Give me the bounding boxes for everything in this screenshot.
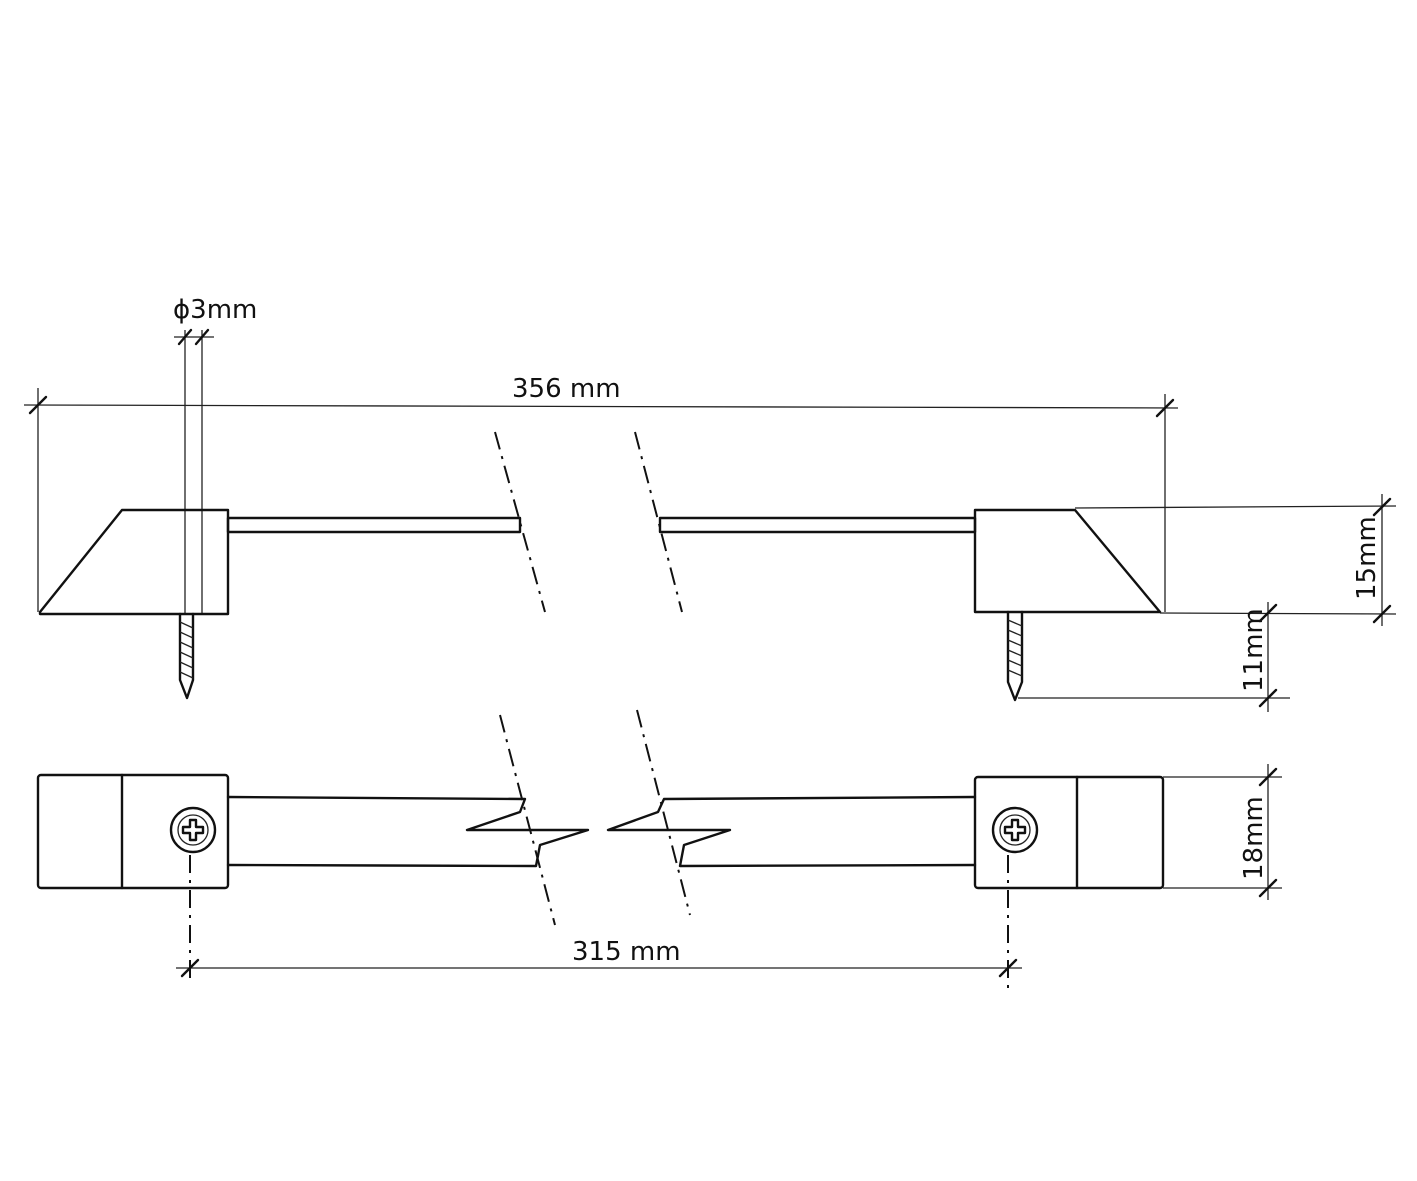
screw-head-right-icon xyxy=(991,806,1039,854)
dimension-screw-diameter: ϕ3mm xyxy=(173,295,257,614)
dimension-hole-spacing: 315 mm xyxy=(176,937,1022,978)
overall-length-label: 356 mm xyxy=(512,374,621,404)
side-view: 356 mm ϕ3mm xyxy=(23,295,1397,712)
hole-spacing-label: 315 mm xyxy=(572,937,681,967)
dimension-width: 18mm xyxy=(1163,764,1282,900)
top-view: 315 mm 18mm xyxy=(36,709,1282,988)
right-end-cap-top xyxy=(973,775,1165,890)
dimension-block-height: 15mm xyxy=(1074,494,1397,626)
left-end-cap-top xyxy=(36,773,230,890)
break-line-right xyxy=(634,431,683,613)
break-line-left-top xyxy=(499,714,556,926)
block-height-label: 15mm xyxy=(1352,516,1382,600)
diameter-label: ϕ3mm xyxy=(173,295,257,325)
dimension-overall-length: 356 mm xyxy=(23,374,1179,612)
width-label: 18mm xyxy=(1239,796,1269,880)
right-end-cap-side xyxy=(658,508,1162,614)
dimension-screw-length: 11mm xyxy=(1018,602,1290,712)
screw-head-left-icon xyxy=(169,806,217,854)
break-line-right-top xyxy=(636,709,691,916)
left-end-cap-side xyxy=(38,508,522,616)
left-screw xyxy=(178,612,195,700)
screw-length-label: 11mm xyxy=(1239,608,1269,692)
handle-bar-top xyxy=(226,795,977,868)
break-line-left xyxy=(494,431,546,613)
right-screw xyxy=(1006,610,1024,702)
